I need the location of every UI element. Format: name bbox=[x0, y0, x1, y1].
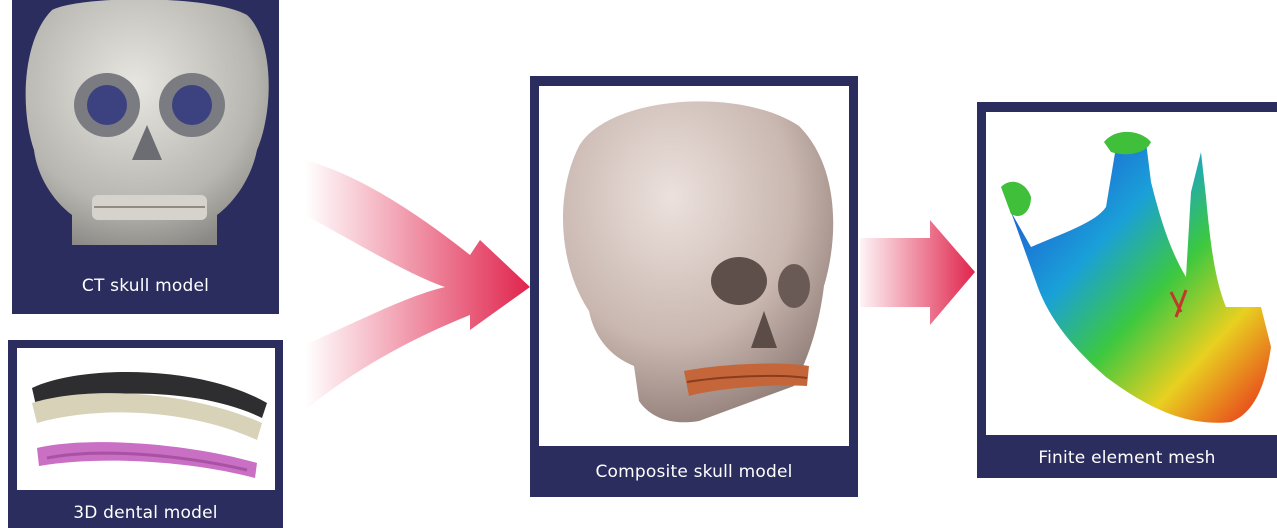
composite-skull-image bbox=[539, 86, 849, 446]
ct-skull-caption: CT skull model bbox=[12, 276, 279, 296]
composite-panel: Composite skull model bbox=[530, 76, 858, 497]
flow-arrow-icon bbox=[860, 220, 975, 325]
dental-caption: 3D dental model bbox=[8, 503, 283, 523]
dental-panel: 3D dental model bbox=[8, 340, 283, 528]
merge-arrow-icon bbox=[305, 160, 530, 410]
fem-caption: Finite element mesh bbox=[977, 448, 1277, 468]
ct-skull-image bbox=[12, 0, 279, 255]
composite-caption: Composite skull model bbox=[530, 462, 858, 482]
fem-panel: Finite element mesh bbox=[977, 102, 1277, 478]
dental-model-image bbox=[17, 348, 275, 490]
ct-skull-panel: CT skull model bbox=[12, 0, 279, 314]
fem-mesh-image bbox=[986, 112, 1277, 435]
